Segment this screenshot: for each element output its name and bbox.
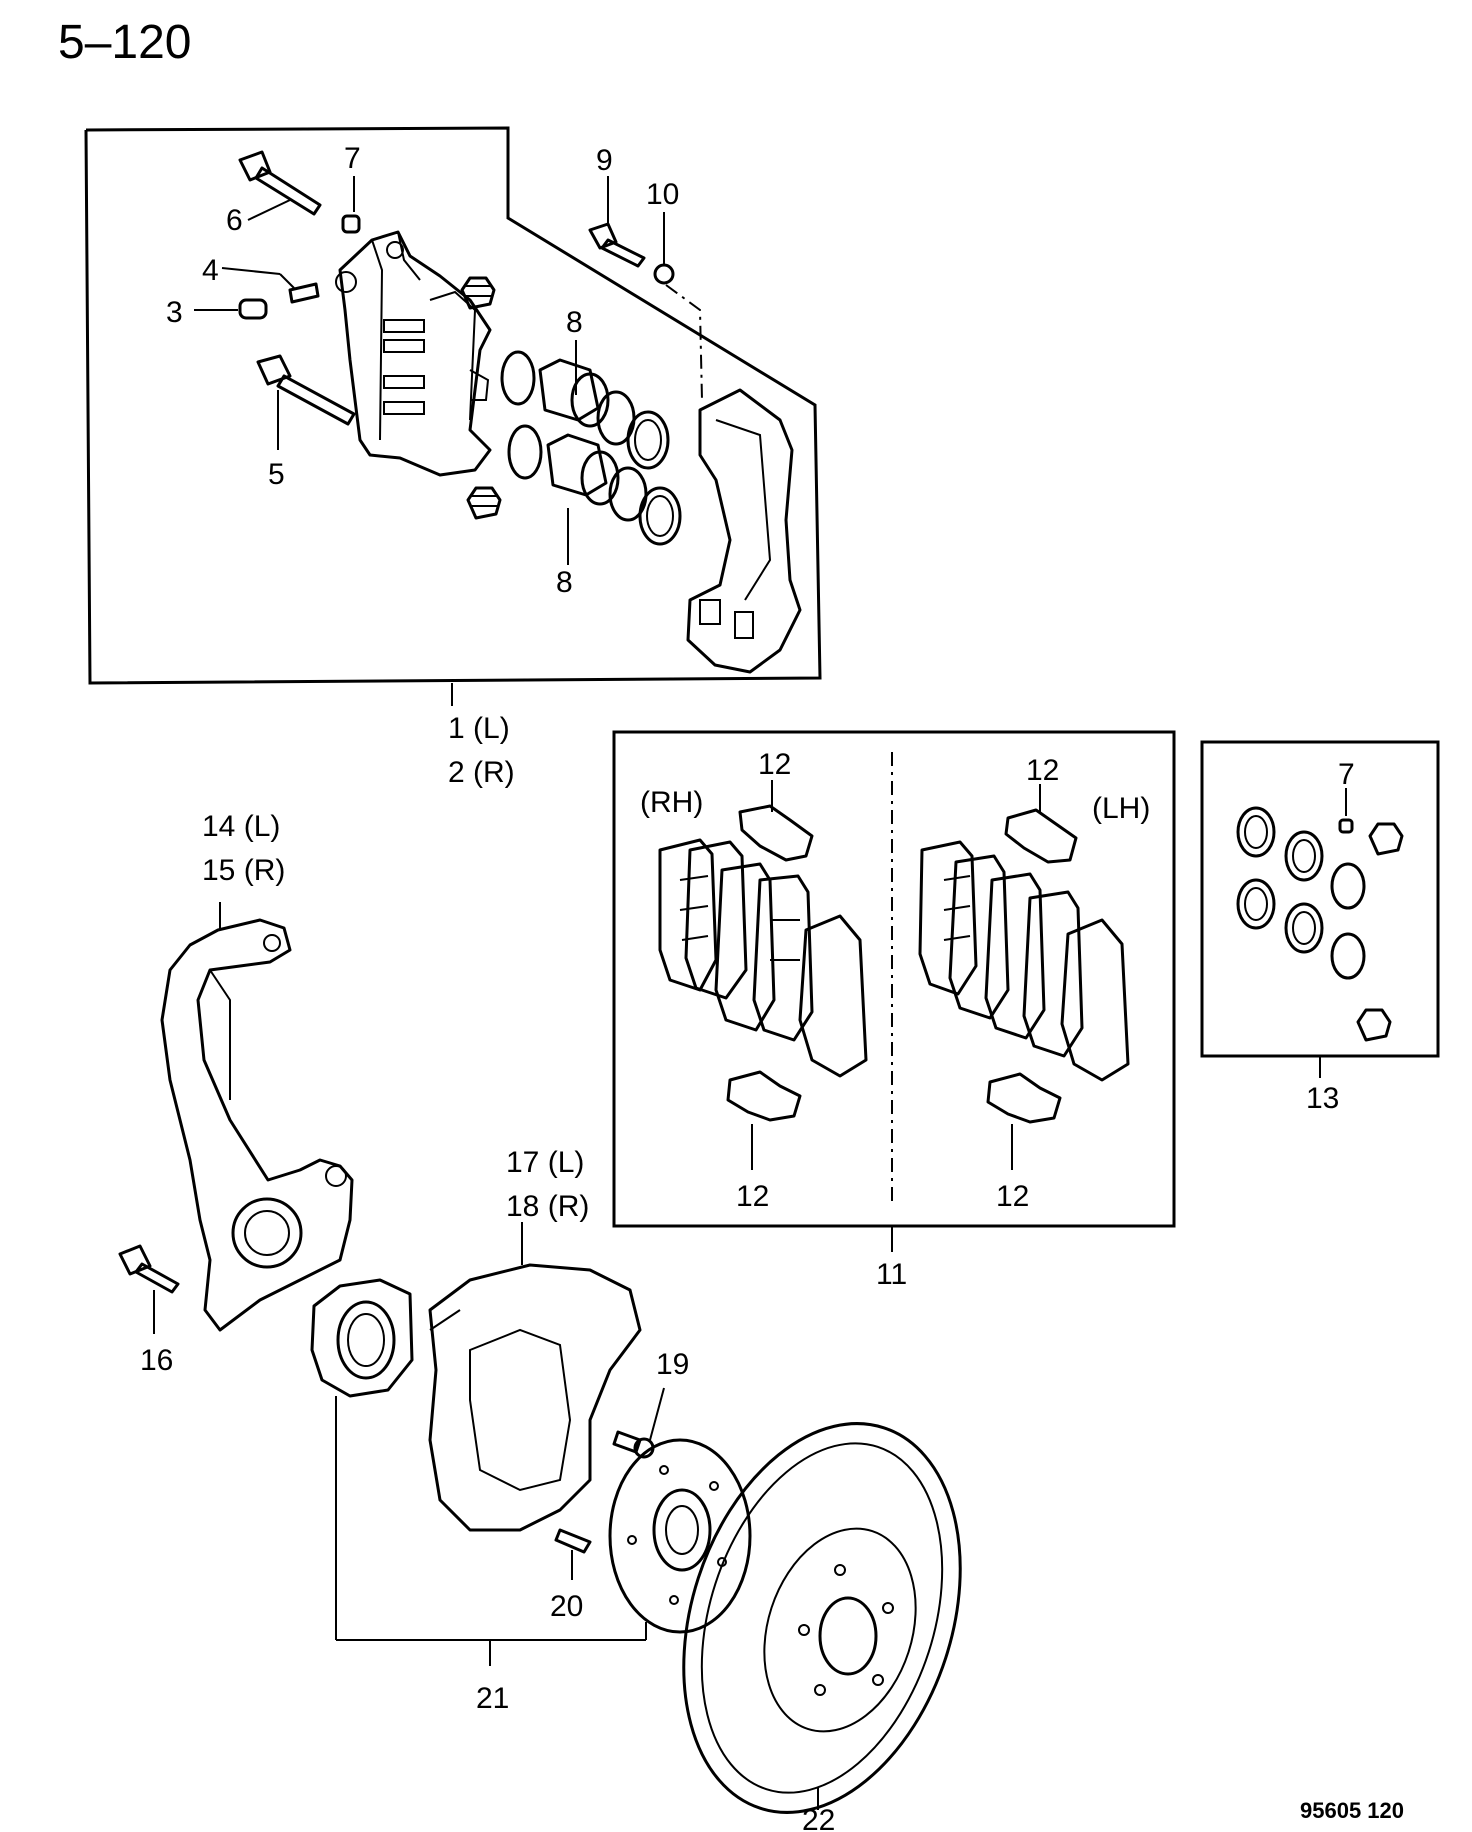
callout-12-lh-upper: 12 [1026, 754, 1059, 787]
caliper-bracket [686, 388, 802, 674]
pad-clip-lh-lower [986, 1072, 1062, 1170]
guide-pin-bolt-lower [256, 354, 356, 450]
callout-15: 15 (R) [202, 854, 285, 887]
callout-12-lh-lower: 12 [996, 1180, 1029, 1213]
piston-seal-set-upper [500, 340, 670, 470]
callout-14: 14 (L) [202, 810, 280, 843]
page-number: 5–120 [58, 16, 191, 69]
guide-pin-bolt-upper [238, 150, 322, 221]
steering-knuckle [160, 902, 354, 1332]
seal-kit-box [1200, 740, 1440, 1078]
callout-3: 3 [166, 296, 183, 329]
callout-6: 6 [226, 204, 243, 237]
hub-bearing [310, 1278, 414, 1640]
callout-1: 1 (L) [448, 712, 510, 745]
callout-7-kit: 7 [1338, 758, 1355, 791]
knuckle-bolt [118, 1244, 180, 1334]
pad-clip-rh-lower [726, 1070, 802, 1170]
dust-shield [428, 1222, 642, 1532]
caliper-body [335, 230, 492, 477]
callout-8-lower: 8 [556, 566, 573, 599]
seal-kit-parts [1236, 788, 1404, 1042]
callout-2: 2 (R) [448, 756, 515, 789]
callout-13: 13 [1306, 1082, 1339, 1115]
callout-10: 10 [646, 178, 679, 211]
brake-pad-kit-box [612, 730, 1176, 1252]
callout-12-rh-upper: 12 [758, 748, 791, 781]
hub-bearing-assembly-bracket [336, 1639, 646, 1666]
pad-clip-rh-upper [738, 780, 814, 862]
callout-16: 16 [140, 1344, 173, 1377]
bracket-bolt [588, 176, 646, 268]
callout-18: 18 (R) [506, 1190, 589, 1223]
callout-8-upper: 8 [566, 306, 583, 339]
wheel-hub [608, 1438, 752, 1640]
callout-22: 22 [802, 1804, 835, 1832]
bleeder-cap [194, 298, 268, 320]
pad-clip-lh-upper [1004, 784, 1078, 864]
caliper-assembly-box [84, 126, 822, 706]
bleeder-screw [221, 267, 320, 304]
label-rh: (RH) [640, 786, 703, 819]
piston-seal-set-lower [507, 424, 682, 565]
bushing-small [341, 176, 361, 234]
brake-rotor [682, 1422, 962, 1814]
callout-11: 11 [876, 1258, 907, 1291]
callout-5: 5 [268, 458, 285, 491]
callout-20: 20 [550, 1590, 583, 1623]
callout-12-rh-lower: 12 [736, 1180, 769, 1213]
hub-bolt [554, 1528, 592, 1580]
dust-boot-lower [466, 486, 502, 520]
callout-17: 17 (L) [506, 1146, 584, 1179]
callout-21: 21 [476, 1682, 509, 1715]
callout-7: 7 [344, 142, 361, 175]
callout-9: 9 [596, 144, 613, 177]
callout-4: 4 [202, 254, 219, 287]
label-lh: (LH) [1092, 792, 1150, 825]
brake-pads-rh [658, 838, 868, 1078]
brake-pads-lh [918, 840, 1130, 1082]
lock-washer [653, 212, 703, 401]
footer-code: 95605 120 [1300, 1798, 1404, 1823]
callout-19: 19 [656, 1348, 689, 1381]
dust-boot-upper [460, 276, 496, 310]
